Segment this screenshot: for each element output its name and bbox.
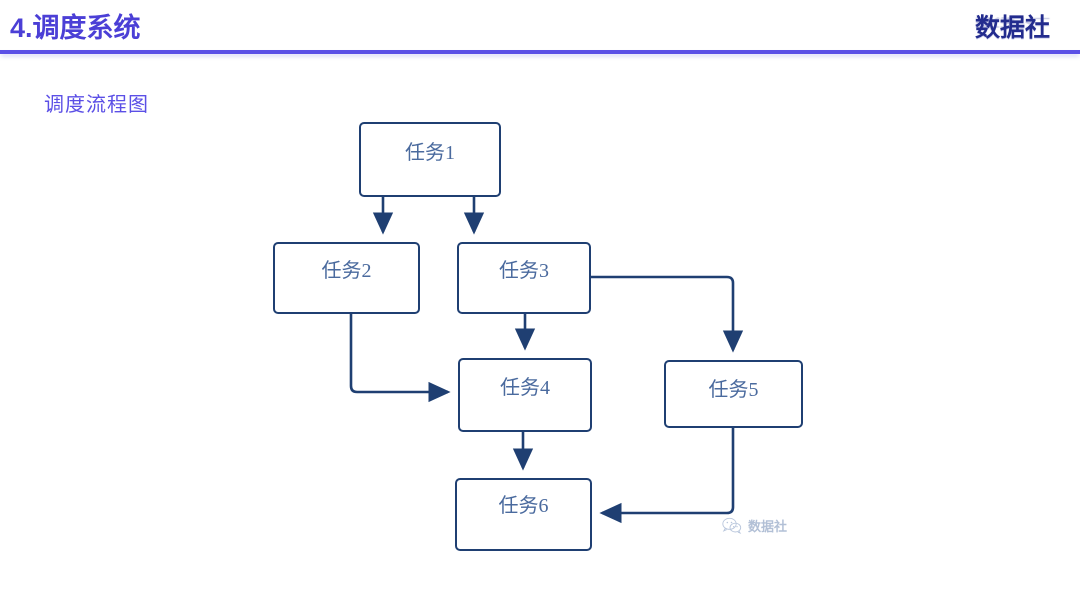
flow-node-task5[interactable]: 任务5 (664, 360, 803, 428)
flow-node-label: 任务6 (498, 495, 549, 517)
page-title: 4.调度系统 (10, 13, 141, 43)
flow-node-task3[interactable]: 任务3 (457, 242, 591, 314)
flow-node-label: 任务5 (708, 379, 759, 401)
flow-node-label: 任务3 (499, 260, 549, 282)
flow-node-label: 任务2 (321, 260, 372, 282)
flow-node-label: 任务1 (405, 142, 455, 164)
brand-logo: 数据社 (974, 14, 1050, 42)
edge-task3-task5 (591, 275, 744, 353)
edge-task2-task4 (349, 314, 451, 403)
flow-node-task2[interactable]: 任务2 (273, 242, 420, 314)
flow-node-label: 任务4 (500, 377, 550, 399)
edge-task5-task6 (599, 428, 735, 524)
section-subtitle: 调度流程图 (44, 94, 149, 116)
header-divider (0, 50, 1080, 54)
flow-node-task1[interactable]: 任务1 (359, 122, 501, 197)
slide-header: 4.调度系统 数据社 数据社 (0, 0, 1080, 56)
flow-node-task4[interactable]: 任务4 (458, 358, 592, 432)
flow-node-task6[interactable]: 任务6 (455, 478, 592, 551)
